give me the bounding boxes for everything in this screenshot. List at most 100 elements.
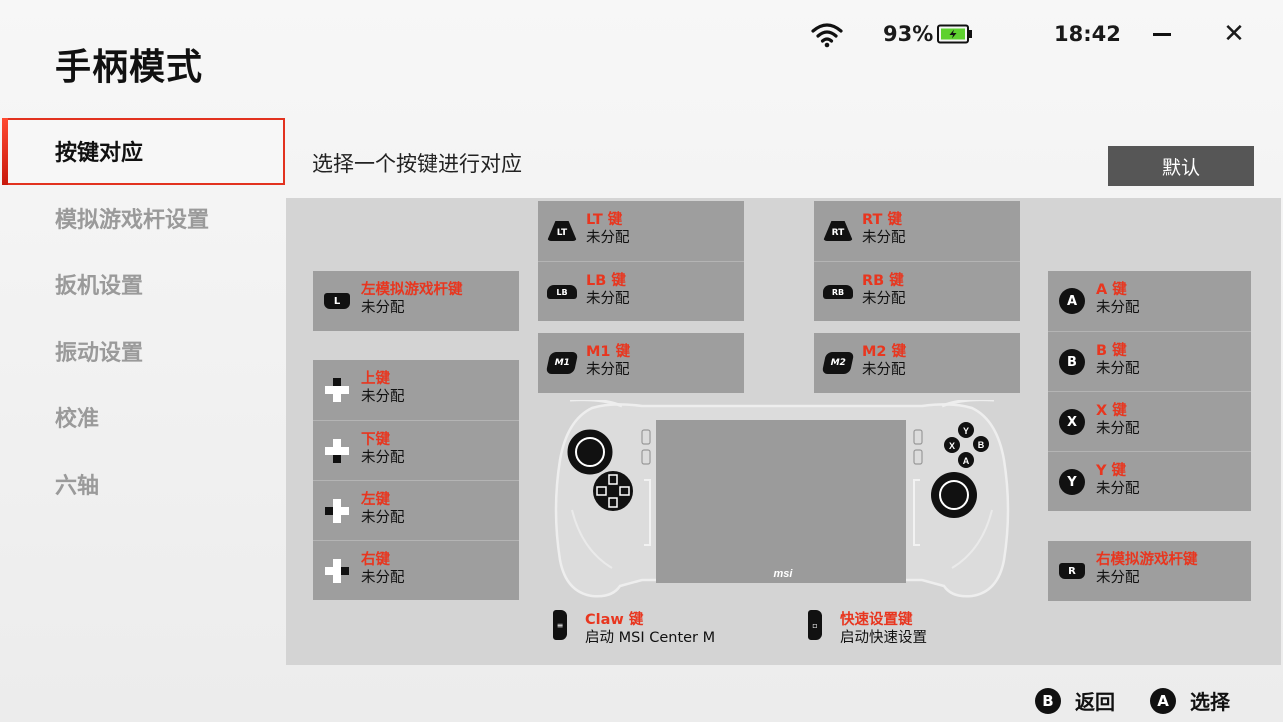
rb-slot[interactable]: RB RB 键未分配 (814, 261, 1020, 321)
dpad-right-value: 未分配 (361, 570, 405, 586)
left-stick-value: 未分配 (361, 300, 405, 316)
m1-value: 未分配 (586, 362, 630, 378)
y-button-value: 未分配 (1096, 481, 1140, 497)
a-button-name: A 键 (1096, 282, 1127, 298)
battery-percent: 93% (883, 22, 934, 46)
m2-name: M2 键 (862, 344, 907, 360)
left-stick-group: L 左模拟游戏杆键未分配 (313, 271, 519, 331)
sidebar-item-trigger-settings[interactable]: 扳机设置 (55, 274, 144, 300)
dpad-left-value: 未分配 (361, 510, 405, 526)
right-shoulder-group: RT RT 键未分配 RB RB 键未分配 (814, 201, 1020, 321)
sidebar-item-button-mapping[interactable]: 按键对应 (2, 118, 285, 185)
a-button-icon: A (1059, 288, 1085, 314)
b-button-slot[interactable]: B B 键未分配 (1048, 331, 1251, 391)
dpad-left-slot[interactable]: 左键未分配 (313, 480, 519, 540)
sidebar-item-gyro[interactable]: 六轴 (55, 473, 100, 499)
b-button-name: B 键 (1096, 343, 1127, 359)
device-logo: msi (773, 568, 793, 580)
rt-icon: RT (823, 221, 853, 241)
back-hint[interactable]: B 返回 (1035, 686, 1115, 715)
a-button-slot[interactable]: A A 键未分配 (1048, 271, 1251, 331)
left-stick-name: 左模拟游戏杆键 (361, 282, 463, 298)
svg-text:X: X (949, 441, 955, 451)
svg-text:A: A (963, 456, 970, 466)
dpad-up-value: 未分配 (361, 389, 405, 405)
right-stick-group: R 右模拟游戏杆键未分配 (1048, 541, 1251, 601)
m2-slot[interactable]: M2 M2 键未分配 (814, 333, 1020, 393)
minimize-button[interactable] (1151, 20, 1175, 48)
dpad-left-icon (325, 499, 349, 523)
dpad-down-slot[interactable]: 下键未分配 (313, 420, 519, 480)
dpad-group: 上键未分配 下键未分配 左键未分配 右键未分配 (313, 360, 519, 600)
dpad-right-name: 右键 (361, 552, 390, 568)
rt-name: RT 键 (862, 212, 902, 228)
a-button-hint-icon: A (1150, 687, 1176, 714)
sidebar-item-calibration[interactable]: 校准 (55, 407, 100, 433)
b-button-value: 未分配 (1096, 361, 1140, 377)
m2-value: 未分配 (862, 362, 906, 378)
svg-text:B: B (978, 440, 985, 450)
sidebar-item-vibration-settings[interactable]: 振动设置 (55, 340, 144, 366)
y-button-icon: Y (1059, 469, 1085, 495)
left-stick-icon: L (324, 293, 350, 309)
right-stick-name: 右模拟游戏杆键 (1096, 552, 1198, 568)
dpad-down-name: 下键 (361, 432, 390, 448)
left-stick-slot[interactable]: L 左模拟游戏杆键未分配 (313, 271, 519, 331)
rb-value: 未分配 (862, 291, 906, 307)
dpad-down-icon (325, 439, 349, 463)
rt-slot[interactable]: RT RT 键未分配 (814, 201, 1020, 261)
rb-icon: RB (823, 285, 853, 299)
claw-key-value: 启动 MSI Center M (585, 630, 716, 646)
quick-settings-key-icon: ▫ (808, 610, 822, 640)
x-button-name: X 键 (1096, 403, 1127, 419)
dpad-down-value: 未分配 (361, 450, 405, 466)
face-buttons-group: A A 键未分配 B B 键未分配 X X 键未分配 Y Y 键未分配 (1048, 271, 1251, 511)
dpad-left-name: 左键 (361, 492, 390, 508)
y-button-slot[interactable]: Y Y 键未分配 (1048, 451, 1251, 511)
rb-name: RB 键 (862, 273, 904, 289)
left-shoulder-group: LT LT 键未分配 LB LB 键未分配 (538, 201, 744, 321)
claw-key-name: Claw 键 (585, 612, 644, 628)
m2-icon: M2 (821, 352, 855, 374)
quick-settings-key-slot[interactable]: ▫ 快速设置键 启动快速设置 (808, 602, 1008, 646)
x-button-icon: X (1059, 409, 1085, 435)
b-button-hint-icon: B (1035, 687, 1061, 714)
handheld-device-illustration: Y X B A msi (552, 398, 1012, 600)
quick-settings-key-value: 启动快速设置 (840, 630, 927, 646)
x-button-slot[interactable]: X X 键未分配 (1048, 391, 1251, 451)
claw-key-slot[interactable]: ≡ Claw 键 启动 MSI Center M (553, 602, 753, 646)
select-hint[interactable]: A 选择 (1150, 686, 1230, 715)
select-label: 选择 (1190, 690, 1230, 714)
lt-icon: LT (547, 221, 577, 241)
b-button-icon: B (1059, 349, 1085, 375)
lb-value: 未分配 (586, 291, 630, 307)
y-button-name: Y 键 (1096, 463, 1127, 479)
rt-value: 未分配 (862, 230, 906, 246)
right-stick-value: 未分配 (1096, 570, 1140, 586)
sidebar-item-joystick-settings[interactable]: 模拟游戏杆设置 (55, 207, 210, 233)
m1-slot[interactable]: M1 M1 键未分配 (538, 333, 744, 393)
right-stick-icon: R (1059, 563, 1085, 579)
close-button[interactable]: ✕ (1223, 19, 1245, 49)
dpad-right-icon (325, 559, 349, 583)
right-stick-slot[interactable]: R 右模拟游戏杆键未分配 (1048, 541, 1251, 601)
lt-value: 未分配 (586, 230, 630, 246)
battery-icon (937, 24, 972, 44)
dpad-right-slot[interactable]: 右键未分配 (313, 540, 519, 600)
handheld-device-outline: Y X B A (554, 398, 1010, 598)
m2-group: M2 M2 键未分配 (814, 333, 1020, 393)
lb-name: LB 键 (586, 273, 626, 289)
sidebar: 按键对应 模拟游戏杆设置 扳机设置 振动设置 校准 六轴 (0, 118, 286, 517)
page-title: 手柄模式 (55, 47, 204, 88)
lb-icon: LB (547, 285, 577, 299)
a-button-value: 未分配 (1096, 300, 1140, 316)
clock: 18:42 (1054, 22, 1121, 46)
dpad-up-icon (325, 378, 349, 402)
dpad-up-name: 上键 (361, 371, 390, 387)
dpad-up-slot[interactable]: 上键未分配 (313, 360, 519, 420)
default-button[interactable]: 默认 (1108, 146, 1254, 186)
lt-name: LT 键 (586, 212, 623, 228)
lt-slot[interactable]: LT LT 键未分配 (538, 201, 744, 261)
lb-slot[interactable]: LB LB 键未分配 (538, 261, 744, 321)
m1-name: M1 键 (586, 344, 631, 360)
